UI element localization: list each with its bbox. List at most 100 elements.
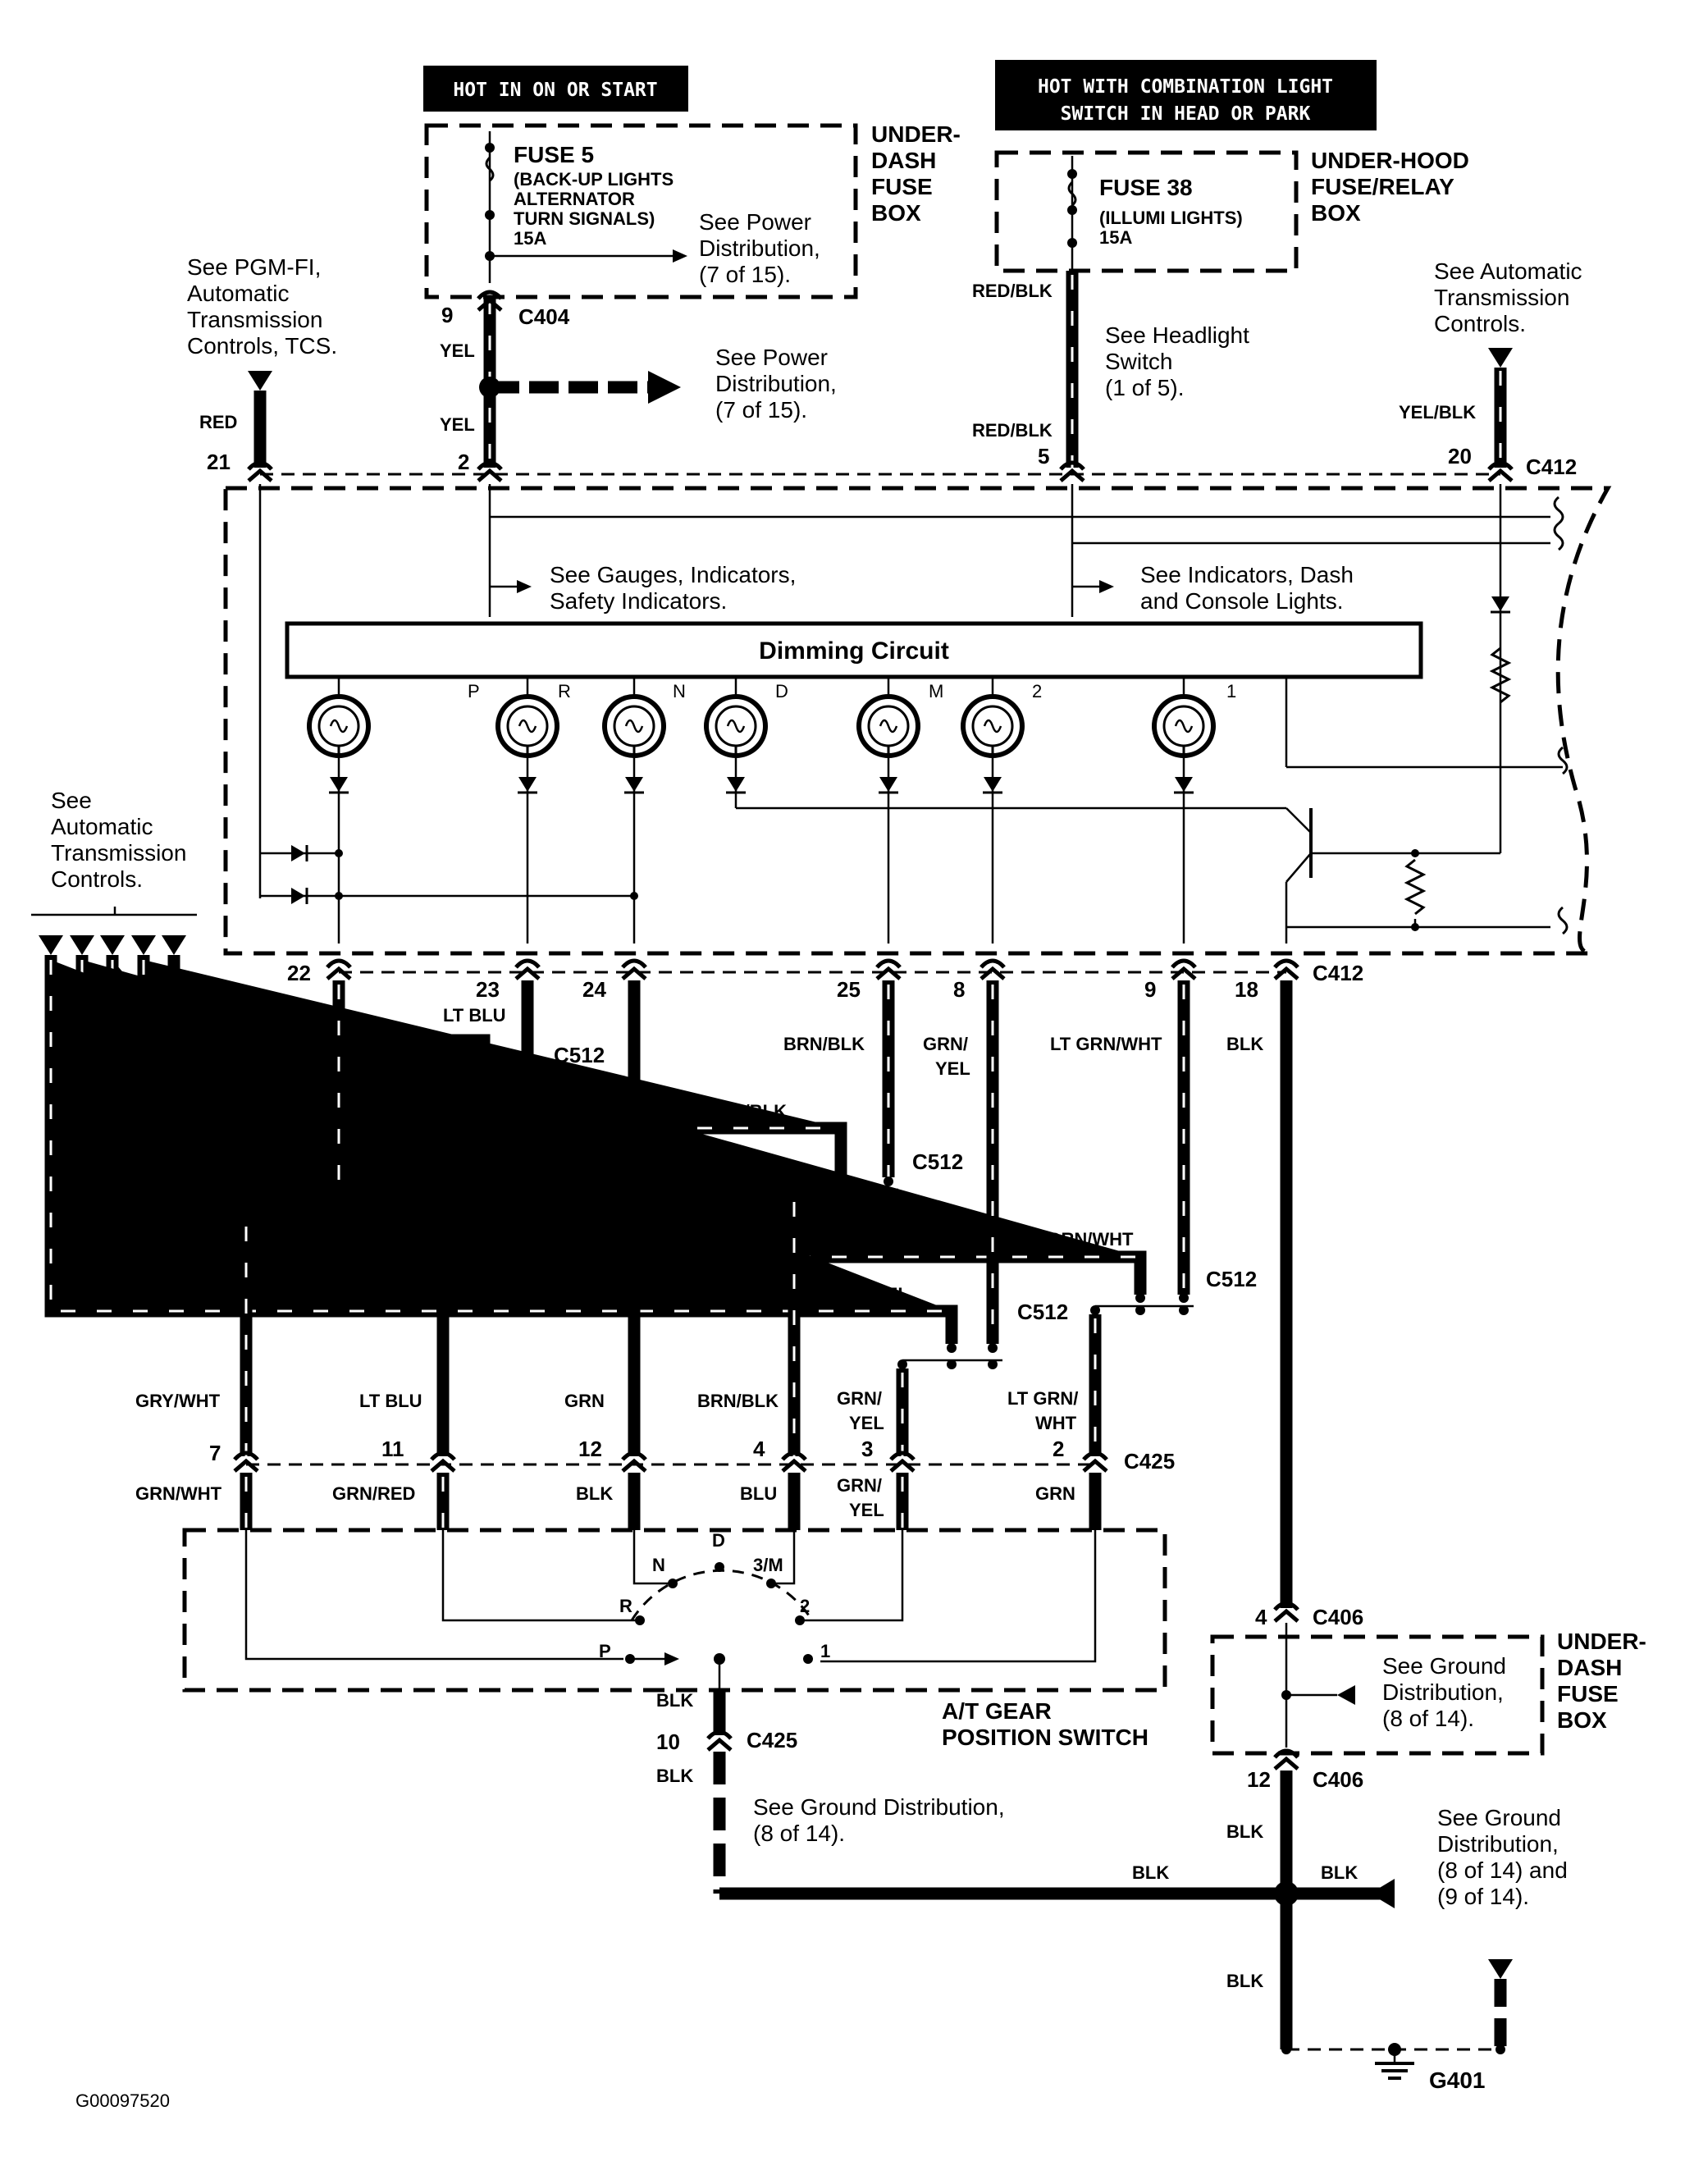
svg-text:GRN: GRN [1035,1483,1075,1504]
svg-text:C512: C512 [1206,1267,1257,1291]
svg-text:D: D [775,681,788,701]
svg-text:3/M: 3/M [753,1555,783,1575]
svg-text:GRY/: GRY/ [271,1065,314,1085]
svg-text:BLK: BLK [1226,1034,1263,1054]
c425-connector: 7 11 12 4 3 2 C425 GRN/WHT GRN/RED BLK B… [135,1437,1175,1530]
svg-text:(8 of 14) and: (8 of 14) and [1437,1857,1568,1883]
svg-text:R: R [619,1596,632,1616]
svg-text:(BACK-UP LIGHTS: (BACK-UP LIGHTS [514,169,674,190]
svg-text:(8 of 14).: (8 of 14). [753,1821,845,1846]
ground-section: BLK 10 C425 BLK See Ground Distribution,… [656,1603,1646,2093]
fuse5-name: FUSE 5 [514,142,594,167]
fuse38-name: FUSE 38 [1099,175,1193,200]
svg-text:BLK: BLK [576,1483,613,1504]
svg-text:DASH: DASH [871,148,936,173]
svg-text:FUSE: FUSE [1557,1681,1619,1707]
svg-text:15A: 15A [514,228,546,249]
svg-text:See Gauges, Indicators,: See Gauges, Indicators, [550,562,796,587]
svg-text:See Ground: See Ground [1382,1653,1506,1679]
svg-text:GRN/WHT: GRN/WHT [135,1483,222,1504]
svg-text:(ILLUMI LIGHTS): (ILLUMI LIGHTS) [1099,208,1243,228]
svg-text:2: 2 [458,450,469,474]
svg-text:BOX: BOX [871,200,921,226]
fuse38-box: FUSE 38 (ILLUMI LIGHTS) 15A UNDER-HOOD F… [994,148,1469,273]
svg-text:18: 18 [1235,977,1258,1002]
svg-text:C512: C512 [554,1043,605,1067]
svg-text:HOT WITH COMBINATION LIGHT: HOT WITH COMBINATION LIGHT [1038,76,1333,98]
svg-text:(7 of 15).: (7 of 15). [715,397,807,423]
svg-text:C406: C406 [1313,1605,1363,1629]
svg-text:BRN/BLK: BRN/BLK [783,1034,865,1054]
svg-text:Controls.: Controls. [1434,311,1526,336]
svg-text:D: D [712,1530,725,1551]
svg-text:4: 4 [753,1437,765,1461]
svg-text:See: See [51,788,92,813]
header-hot-on-start: HOT IN ON OR START [423,66,688,112]
svg-text:5: 5 [1038,444,1049,468]
svg-text:P: P [599,1641,611,1661]
svg-text:BLK: BLK [1226,1971,1263,1991]
svg-text:Transmission: Transmission [51,840,186,866]
svg-text:POSITION SWITCH: POSITION SWITCH [942,1725,1148,1750]
svg-text:Safety Indicators.: Safety Indicators. [550,588,727,614]
ground-g401-label: G401 [1429,2067,1486,2093]
svg-text:22: 22 [287,961,311,985]
svg-text:WHT: WHT [275,1087,317,1108]
svg-text:(9 of 14).: (9 of 14). [1437,1884,1529,1909]
c412-bottom-label: C412 [1313,961,1363,985]
svg-text:LT GRN/WHT: LT GRN/WHT [1050,1034,1162,1054]
svg-text:FUSE/RELAY: FUSE/RELAY [1311,174,1454,199]
svg-text:SWITCH IN HEAD OR PARK: SWITCH IN HEAD OR PARK [1061,103,1311,125]
svg-text:RED: RED [199,412,237,432]
fuse5-box: FUSE 5 (BACK-UP LIGHTS ALTERNATOR TURN S… [424,121,961,299]
svg-text:C512: C512 [1017,1300,1068,1324]
svg-text:Transmission: Transmission [1434,285,1569,310]
svg-text:RED/BLK: RED/BLK [972,281,1053,301]
svg-text:BRN/BLK: BRN/BLK [697,1391,779,1411]
svg-text:N: N [652,1555,665,1575]
svg-text:YEL/BLK: YEL/BLK [1399,402,1476,423]
svg-text:and Console Lights.: and Console Lights. [1140,588,1344,614]
svg-text:See Headlight: See Headlight [1105,322,1249,348]
svg-text:LT BLU: LT BLU [359,1391,422,1411]
header-hot-combination: HOT WITH COMBINATION LIGHT SWITCH IN HEA… [995,60,1377,130]
svg-text:BOX: BOX [1311,200,1361,226]
svg-text:1: 1 [1226,681,1236,701]
svg-text:See Indicators, Dash: See Indicators, Dash [1140,562,1354,587]
svg-text:20: 20 [1448,444,1472,468]
svg-text:24: 24 [582,977,606,1002]
top-wires: 9 C404 YEL YEL See Power Distribution, (… [187,254,1582,481]
svg-text:Automatic: Automatic [51,814,153,839]
svg-text:8: 8 [953,977,965,1002]
c404-label: C404 [518,304,570,329]
svg-text:Controls, TCS.: Controls, TCS. [187,333,337,359]
svg-text:BLK: BLK [1132,1862,1169,1883]
svg-text:DASH: DASH [1557,1655,1622,1680]
svg-text:BLK: BLK [1226,1821,1263,1842]
svg-text:(7 of 15).: (7 of 15). [699,262,791,287]
svg-text:See Automatic: See Automatic [1434,258,1582,284]
svg-text:15A: 15A [1099,227,1132,248]
svg-text:GRN: GRN [564,1391,605,1411]
harness-wires: See Automatic Transmission Controls. LT … [31,788,1293,1608]
svg-text:See PGM-FI,: See PGM-FI, [187,254,321,280]
svg-text:4: 4 [1255,1605,1267,1629]
svg-text:GRN/: GRN/ [837,1388,882,1409]
svg-text:Distribution,: Distribution, [1437,1831,1559,1857]
svg-text:ALTERNATOR: ALTERNATOR [514,189,635,209]
svg-text:BRN/BLK: BRN/BLK [706,1101,787,1122]
svg-text:UNDER-: UNDER- [871,121,961,147]
c412-top-label: C412 [1526,455,1577,479]
svg-text:See Ground: See Ground [1437,1805,1561,1830]
svg-text:BLK: BLK [656,1766,693,1786]
svg-text:Distribution,: Distribution, [715,371,837,396]
svg-text:BLK: BLK [656,1690,693,1711]
svg-text:9: 9 [441,303,453,327]
c412-lower: 22 23 24 25 8 9 18 C412 [287,961,1363,1002]
svg-text:12: 12 [578,1437,602,1461]
svg-text:3: 3 [861,1437,873,1461]
svg-text:2: 2 [800,1596,810,1616]
svg-text:YEL: YEL [440,340,475,361]
svg-text:See Power: See Power [715,345,828,370]
svg-text:UNDER-HOOD: UNDER-HOOD [1311,148,1469,173]
